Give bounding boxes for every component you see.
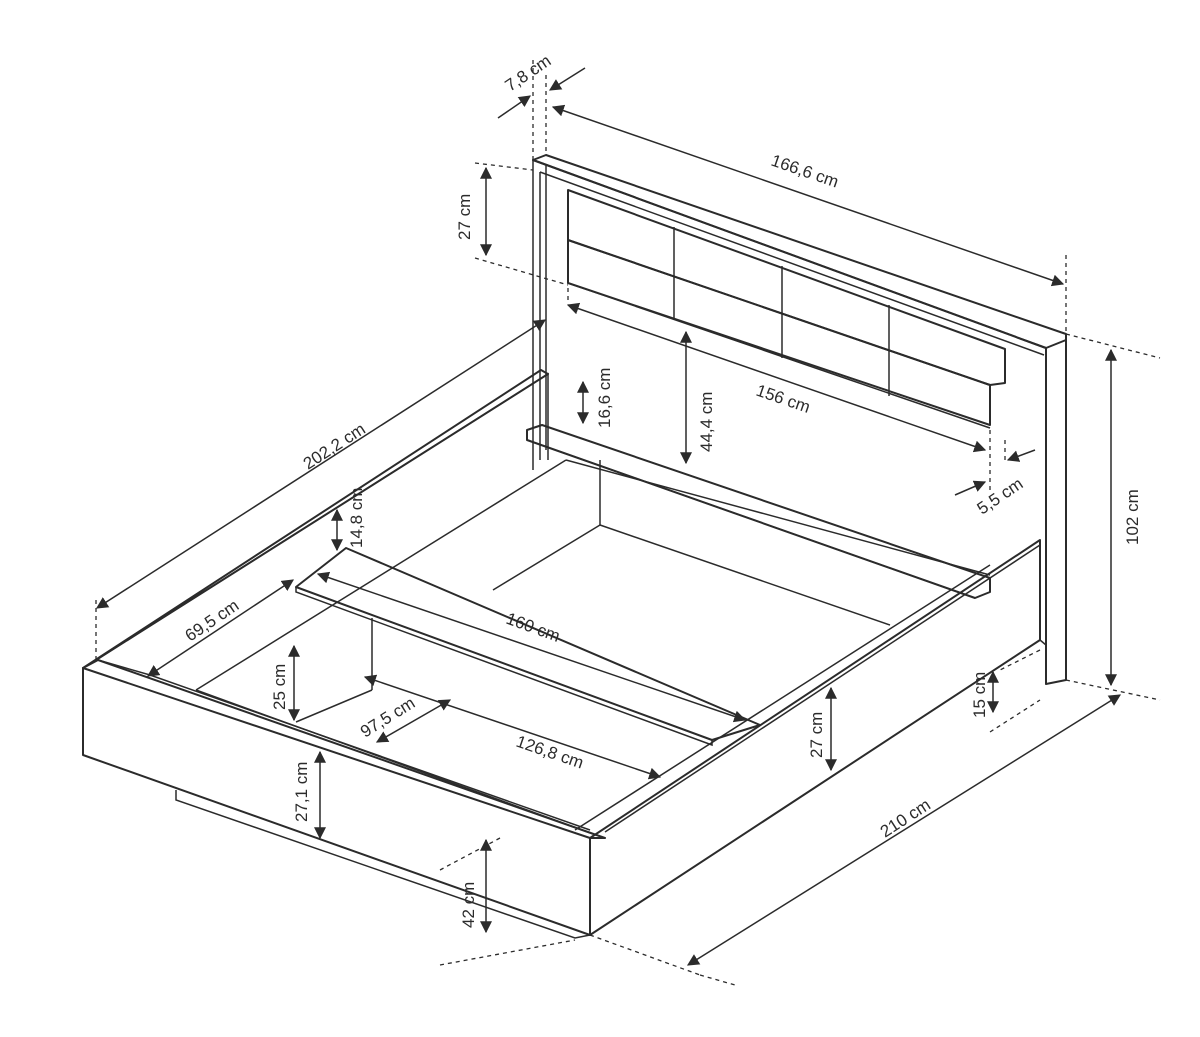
dimension-labels: 7,8 cm 166,6 cm 27 cm 202,2 cm 156 cm 16… [182,51,1142,928]
label-69-5: 69,5 cm [182,596,243,646]
label-27-head: 27 cm [455,194,474,240]
label-16-6: 16,6 cm [595,368,614,428]
label-97-5: 97,5 cm [357,693,418,741]
label-102: 102 cm [1123,489,1142,545]
label-27-side: 27 cm [807,712,826,758]
label-27-1: 27,1 cm [292,762,311,822]
label-5-5: 5,5 cm [974,474,1027,518]
dimension-arrows [95,67,1122,966]
label-210: 210 cm [877,795,934,841]
label-15: 15 cm [970,672,989,718]
label-44-4: 44,4 cm [697,392,716,452]
label-42: 42 cm [459,882,478,928]
label-202-2: 202,2 cm [300,419,369,473]
label-126-8: 126,8 cm [514,732,586,773]
label-7-8: 7,8 cm [502,51,555,95]
label-14-8: 14,8 cm [347,488,366,548]
bed-frame [82,369,1047,939]
label-25: 25 cm [270,664,289,710]
extension-lines [95,60,1161,986]
